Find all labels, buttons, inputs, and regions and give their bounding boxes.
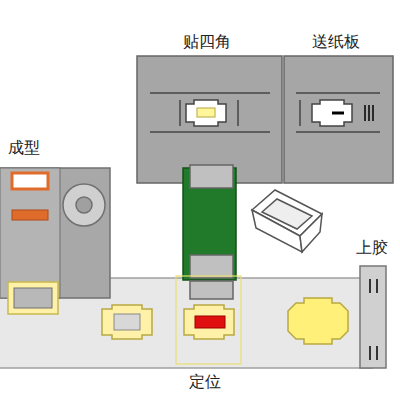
part-label: 送纸板 xyxy=(312,32,360,51)
positioning-station xyxy=(176,276,241,364)
transfer-belt xyxy=(183,165,236,280)
gluing-unit xyxy=(360,266,386,368)
forming-machine xyxy=(0,168,110,314)
part-label: 贴四角 xyxy=(183,32,231,51)
part-label: 定位 xyxy=(189,372,221,391)
glued-blank xyxy=(288,298,348,344)
board-blank xyxy=(102,305,152,339)
conveyor-band xyxy=(0,278,372,368)
corner-pasting-unit xyxy=(137,56,282,183)
part-label: 上胶 xyxy=(356,238,388,257)
box-product xyxy=(252,190,322,252)
board-feeding-unit xyxy=(284,56,393,183)
part-label: 成型 xyxy=(8,138,40,157)
